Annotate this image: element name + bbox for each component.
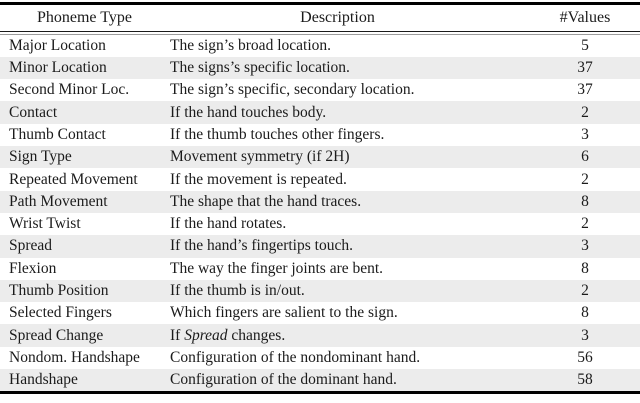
description-cell: If Spread changes. [160,327,505,345]
table-row: Path Movement The shape that the hand tra… [0,190,640,213]
description-text: changes. [227,326,286,344]
phoneme-type-cell: Selected Fingers [9,304,112,322]
table-row: Wrist Twist If the hand rotates. 2 [0,213,640,235]
col-header-description: Description [300,8,375,26]
values-cell: 37 [577,81,593,99]
phoneme-type-cell: Contact [9,103,58,121]
phoneme-type-cell: Sign Type [9,148,72,166]
description-cell: Which fingers are salient to the sign. [170,304,398,322]
table-row: Nondom. Handshape Configuration of the no… [0,347,640,369]
values-cell: 8 [581,259,589,277]
description-cell: If the thumb touches other fingers. [170,125,385,143]
table-row: Contact If the hand touches body. 2 [0,101,640,124]
description-text: If [170,326,185,344]
values-cell: 3 [581,237,589,255]
table-row: Spread Change If Spread changes. 3 [0,324,640,347]
phoneme-type-cell: Major Location [9,36,106,54]
header-rule-lower [0,33,640,35]
values-cell: 8 [581,192,589,210]
description-cell: If the hand’s fingertips touch. [170,237,353,255]
table-row: Flexion The way the finger joints are ben… [0,258,640,280]
italic-term: Spread [184,326,228,344]
table-row: Major Location The sign’s broad location.… [0,35,640,57]
table-body: Major Location The sign’s broad location.… [0,35,640,392]
values-cell: 5 [581,36,589,54]
values-cell: 56 [577,348,593,366]
table-row: Handshape Configuration of the dominant h… [0,369,640,392]
table-row: Minor Location The signs’s specific locat… [0,56,640,80]
table-row: Thumb Contact If the thumb touches other … [0,124,640,146]
phoneme-type-cell: Flexion [9,259,57,277]
phoneme-type-cell: Spread [9,237,53,255]
table-row: Thumb Position If the thumb is in/out. 2 [0,279,640,303]
table-row: Spread If the hand’s fingertips touch. 3 [0,235,640,258]
description-cell: Configuration of the nondominant hand. [170,348,421,366]
description-cell: If the hand rotates. [170,215,287,233]
description-cell: If the hand touches body. [170,103,327,121]
description-cell: If the thumb is in/out. [170,281,305,299]
values-cell: 3 [581,125,589,143]
table-row: Sign Type Movement symmetry (if 2H) 6 [0,146,640,169]
table-row: Selected Fingers Which fingers are salien… [0,302,640,324]
description-cell: Movement symmetry (if 2H) [170,148,350,166]
values-cell: 3 [581,326,589,344]
phoneme-type-cell: Nondom. Handshape [9,348,140,366]
phoneme-type-cell: Spread Change [9,326,104,344]
description-cell: The way the finger joints are bent. [170,259,384,277]
values-cell: 2 [581,170,589,188]
description-cell: The sign’s broad location. [170,36,331,54]
header-rule-upper [0,30,640,33]
description-cell: The shape that the hand traces. [170,192,362,210]
col-header-phoneme-type: Phoneme Type [36,8,132,26]
description-cell: The signs’s specific location. [170,59,350,77]
values-cell: 58 [577,371,593,389]
description-cell: If the movement is repeated. [170,170,347,188]
values-cell: 8 [581,304,589,322]
description-cell: Configuration of the dominant hand. [170,371,397,389]
phoneme-table: Phoneme Type Description #Values Major L… [0,2,640,395]
bottom-rule [0,391,640,395]
header-rule-gap [0,32,640,34]
phoneme-type-cell: Thumb Contact [9,125,106,143]
table-row: Repeated Movement If the movement is repe… [0,168,640,190]
phoneme-type-cell: Minor Location [9,59,107,77]
values-cell: 2 [581,215,589,233]
description-cell: The sign’s specific, secondary location. [170,81,415,99]
values-cell: 37 [577,59,593,77]
phoneme-type-cell: Repeated Movement [9,170,138,188]
values-cell: 6 [581,148,589,166]
values-cell: 2 [581,281,589,299]
values-cell: 2 [581,103,589,121]
phoneme-type-cell: Wrist Twist [9,215,81,233]
col-header-values: #Values [559,8,611,26]
phoneme-type-cell: Second Minor Loc. [9,81,130,99]
phoneme-type-cell: Thumb Position [9,281,109,299]
phoneme-type-cell: Handshape [9,371,78,389]
phoneme-type-cell: Path Movement [9,192,108,210]
table-row: Second Minor Loc. The sign’s specific, se… [0,79,640,101]
top-rule [0,2,640,5]
table-header: Phoneme Type Description #Values [0,5,640,31]
